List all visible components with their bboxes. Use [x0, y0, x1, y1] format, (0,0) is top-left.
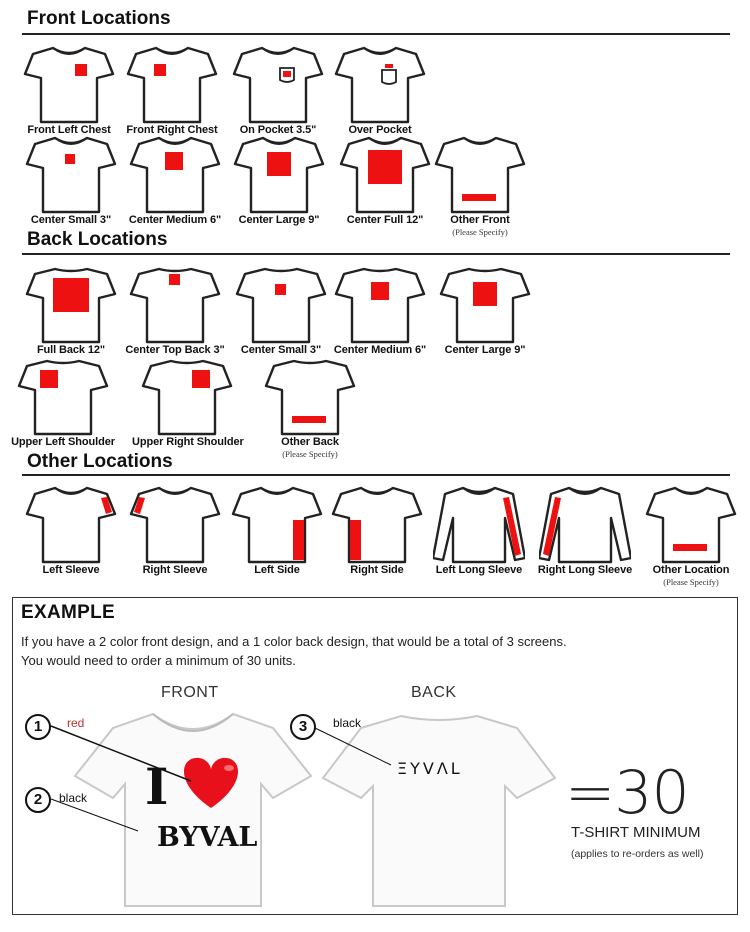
back-divider — [22, 253, 730, 255]
other-location-item: Right Sleeve — [120, 484, 230, 576]
other-location-item: Left Sleeve — [16, 484, 126, 576]
front-locations-title: Front Locations — [27, 8, 171, 30]
other-location-item: Left Side — [222, 484, 332, 576]
front-location-label: Other Front — [425, 214, 535, 226]
back-location-label: Center Small 3" — [226, 344, 336, 356]
tshirt-icon — [331, 484, 423, 564]
front-location-item: Over Pocket — [325, 44, 435, 136]
other-location-label: Right Sleeve — [120, 564, 230, 576]
tshirt-icon — [539, 484, 631, 564]
tshirt-icon — [129, 484, 221, 564]
tshirt-icon — [25, 484, 117, 564]
back-location-item: Upper Right Shoulder — [132, 356, 242, 448]
tshirt-icon — [235, 264, 327, 344]
tshirt-icon — [434, 134, 526, 214]
front-location-label: Center Full 12" — [330, 214, 440, 226]
back-location-item: Center Large 9" — [430, 264, 540, 356]
callout-3: 3 — [290, 714, 316, 740]
back-location-item: Center Small 3" — [226, 264, 336, 356]
other-divider — [22, 474, 730, 476]
tshirt-icon — [339, 134, 431, 214]
back-location-label: Other Back — [255, 436, 365, 448]
tshirt-icon — [334, 264, 426, 344]
back-location-label: Upper Right Shoulder — [132, 436, 242, 448]
front-location-sublabel: (Please Specify) — [425, 227, 535, 237]
example-panel: EXAMPLE If you have a 2 color front desi… — [12, 597, 738, 915]
back-location-label: Center Large 9" — [430, 344, 540, 356]
tshirt-icon — [334, 44, 426, 124]
other-location-item: Left Long Sleeve — [424, 484, 534, 576]
front-location-item: Center Full 12" — [330, 134, 440, 226]
other-locations-title: Other Locations — [27, 451, 173, 473]
tshirt-icon — [231, 484, 323, 564]
back-location-item: Full Back 12" — [16, 264, 126, 356]
front-location-item: Center Large 9" — [224, 134, 334, 226]
back-locations-title: Back Locations — [27, 229, 167, 251]
callout-1: 1 — [25, 714, 51, 740]
other-location-label: Other Location — [636, 564, 746, 576]
other-location-label: Right Long Sleeve — [530, 564, 640, 576]
tshirt-icon — [23, 44, 115, 124]
other-location-label: Left Long Sleeve — [424, 564, 534, 576]
tshirt-icon — [264, 356, 356, 436]
tshirt-icon — [141, 356, 233, 436]
front-location-item: Front Left Chest — [14, 44, 124, 136]
front-divider — [22, 33, 730, 35]
back-location-label: Center Medium 6" — [325, 344, 435, 356]
front-location-item: Other Front(Please Specify) — [425, 134, 535, 237]
other-location-sublabel: (Please Specify) — [636, 577, 746, 587]
tshirt-icon — [126, 44, 218, 124]
front-location-item: Front Right Chest — [117, 44, 227, 136]
callout-2: 2 — [25, 787, 51, 813]
back-location-sublabel: (Please Specify) — [255, 449, 365, 459]
tshirt-icon — [645, 484, 737, 564]
front-location-label: Center Large 9" — [224, 214, 334, 226]
other-location-item: Right Long Sleeve — [530, 484, 640, 576]
tshirt-icon — [433, 484, 525, 564]
back-location-item: Other Back(Please Specify) — [255, 356, 365, 459]
callout-1-color: red — [67, 716, 84, 730]
back-location-label: Full Back 12" — [16, 344, 126, 356]
back-location-item: Upper Left Shoulder — [8, 356, 118, 448]
front-location-label: Center Medium 6" — [120, 214, 230, 226]
back-location-item: Center Medium 6" — [325, 264, 435, 356]
back-location-item: Center Top Back 3" — [120, 264, 230, 356]
minimum-count: =30 — [565, 758, 689, 828]
front-location-label: Center Small 3" — [16, 214, 126, 226]
other-location-label: Left Side — [222, 564, 332, 576]
tshirt-icon — [17, 356, 109, 436]
front-location-item: On Pocket 3.5" — [223, 44, 333, 136]
tshirt-icon — [25, 264, 117, 344]
other-location-label: Right Side — [322, 564, 432, 576]
minimum-label: T-SHIRT MINIMUM — [571, 824, 700, 841]
front-location-item: Center Medium 6" — [120, 134, 230, 226]
callout-lines — [13, 598, 739, 916]
tshirt-icon — [232, 44, 324, 124]
tshirt-icon — [233, 134, 325, 214]
tshirt-icon — [25, 134, 117, 214]
other-location-item: Other Location(Please Specify) — [636, 484, 746, 587]
back-location-label: Center Top Back 3" — [120, 344, 230, 356]
tshirt-icon — [129, 134, 221, 214]
callout-2-color: black — [59, 791, 87, 805]
tshirt-icon — [439, 264, 531, 344]
front-location-item: Center Small 3" — [16, 134, 126, 226]
minimum-note: (applies to re-orders as well) — [571, 848, 703, 860]
back-location-label: Upper Left Shoulder — [8, 436, 118, 448]
callout-3-color: black — [333, 716, 361, 730]
tshirt-icon — [129, 264, 221, 344]
other-location-item: Right Side — [322, 484, 432, 576]
other-location-label: Left Sleeve — [16, 564, 126, 576]
